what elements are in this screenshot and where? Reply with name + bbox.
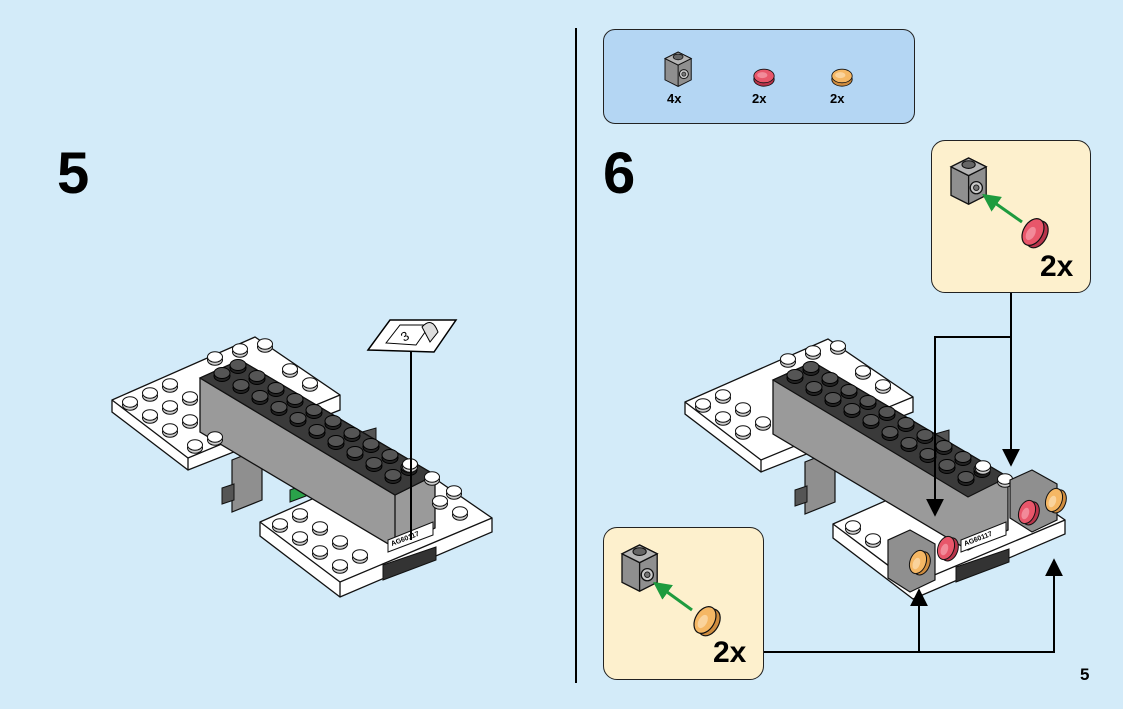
red-round-tile-icon bbox=[754, 69, 774, 86]
orange-round-tile-icon bbox=[832, 69, 852, 86]
grey-bracket-brick-icon bbox=[665, 52, 691, 86]
callout-orange-illustration bbox=[622, 545, 725, 640]
callout-red-illustration bbox=[951, 158, 1053, 252]
step5-model: AG60117 3 bbox=[112, 320, 492, 597]
